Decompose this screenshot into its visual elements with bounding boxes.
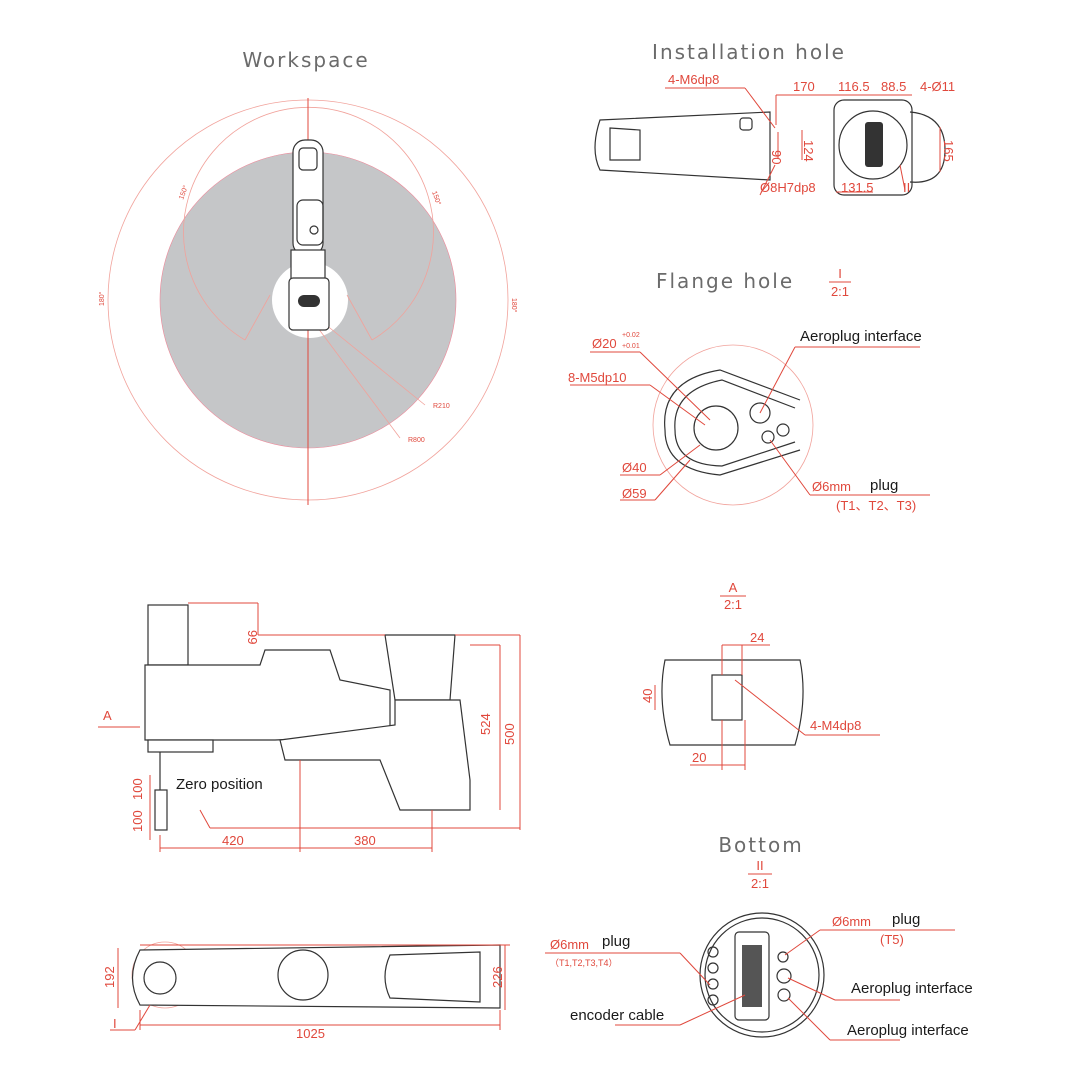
top-view: 192 226 1025 I — [102, 941, 510, 1041]
plug-size: Ø6mm — [550, 937, 589, 952]
dim-label: 90 — [769, 150, 784, 164]
bottom-view: Bottom II 2:1 Ø6mm plug （T1,T2,T3,T4） en… — [545, 833, 973, 1041]
zero-position-label: Zero position — [176, 776, 263, 793]
dim-label: 131.5 — [841, 180, 874, 195]
angle-label: 180° — [98, 291, 106, 306]
aeroplug-label: Aeroplug interface — [851, 980, 973, 997]
scale-num: I — [838, 266, 842, 281]
arm-outline — [131, 944, 501, 1009]
dim-label: 124 — [801, 140, 816, 162]
limit-lines — [244, 294, 373, 341]
dim-label: 420 — [222, 833, 244, 848]
dim-label: 170 — [793, 79, 815, 94]
diameter-label: Ø59 — [622, 486, 647, 501]
radius-label: R210 — [433, 403, 450, 410]
dim-label: 24 — [750, 630, 764, 645]
scale-den: 2:1 — [751, 876, 769, 891]
encoder-cable-label: encoder cable — [570, 1007, 664, 1024]
arm-link1 — [290, 249, 326, 281]
plug-ids: (T5) — [880, 932, 904, 947]
dim-label: 192 — [102, 966, 117, 988]
dim-label: 99 — [245, 630, 260, 644]
dim-label: 524 — [478, 713, 493, 735]
dim-label: 1025 — [296, 1026, 325, 1041]
dim-label: 380 — [354, 833, 376, 848]
plug-size: Ø6mm — [832, 914, 871, 929]
radius-leader — [319, 319, 426, 406]
aeroplug-label: Aeroplug interface — [800, 328, 922, 345]
dim-label: 4-M6dp8 — [668, 72, 719, 87]
thread-label: 4-M4dp8 — [810, 718, 861, 733]
plug-ids: （T1,T2,T3,T4） — [550, 958, 618, 968]
angle-label: 180° — [510, 298, 518, 313]
dim-label: 4-Ø11 — [920, 79, 955, 94]
plug-size: Ø6mm — [812, 479, 851, 494]
tolerance-upper: +0.02 — [622, 332, 640, 339]
aeroplug-label: Aeroplug interface — [847, 1022, 969, 1039]
dim-label: 100 — [130, 778, 145, 800]
dim-label: 20 — [692, 750, 706, 765]
plug-ids: (T1、T2、T3) — [836, 498, 916, 513]
detail-a-view: A 2:1 24 40 20 4-M4dp8 — [640, 580, 880, 770]
flange-view: Flange hole I 2:1 Ø20 +0.02 +0.01 8-M5dp… — [568, 266, 930, 513]
diameter-label: Ø40 — [622, 460, 647, 475]
dim-label: 40 — [640, 689, 655, 703]
workspace-view: Workspace 150° 150° 180° 180° R210 R800 — [98, 48, 518, 505]
side-view: 99 524 500 100 100 420 380 A Zero positi… — [98, 602, 521, 852]
thread-label: 8-M5dp10 — [568, 370, 627, 385]
flange-title: Flange hole — [656, 269, 794, 293]
tolerance-lower: +0.01 — [622, 343, 640, 350]
bottom-title: Bottom — [718, 833, 803, 857]
detail-label: A — [729, 580, 738, 595]
view-marker: I — [113, 1016, 117, 1031]
workspace-title: Workspace — [242, 48, 369, 72]
plug-label: plug — [892, 911, 920, 928]
installation-title: Installation hole — [652, 40, 846, 64]
dim-label: 116.5 — [838, 79, 870, 94]
radius-label: R800 — [408, 437, 425, 444]
scale-num: II — [756, 858, 763, 873]
dim-label: 165 — [941, 140, 956, 162]
plug-label: plug — [602, 933, 630, 950]
dim-label: 226 — [490, 966, 505, 988]
detail-scale: 2:1 — [724, 597, 742, 612]
dim-label: 500 — [502, 723, 517, 745]
view-marker: A — [103, 708, 112, 723]
dim-label: 100 — [130, 810, 145, 832]
bore-label: Ø20 — [592, 336, 617, 351]
scale-den: 2:1 — [831, 284, 849, 299]
dim-label: Ø8H7dp8 — [760, 180, 816, 195]
radius-leader — [317, 327, 401, 439]
angle-label: 150° — [430, 190, 443, 207]
dim-label: II — [903, 180, 910, 195]
plug-label: plug — [870, 477, 898, 494]
installation-view: Installation hole 4-M6dp8 170 116.5 88.5… — [594, 40, 956, 196]
dim-label: 88.5 — [881, 79, 906, 94]
